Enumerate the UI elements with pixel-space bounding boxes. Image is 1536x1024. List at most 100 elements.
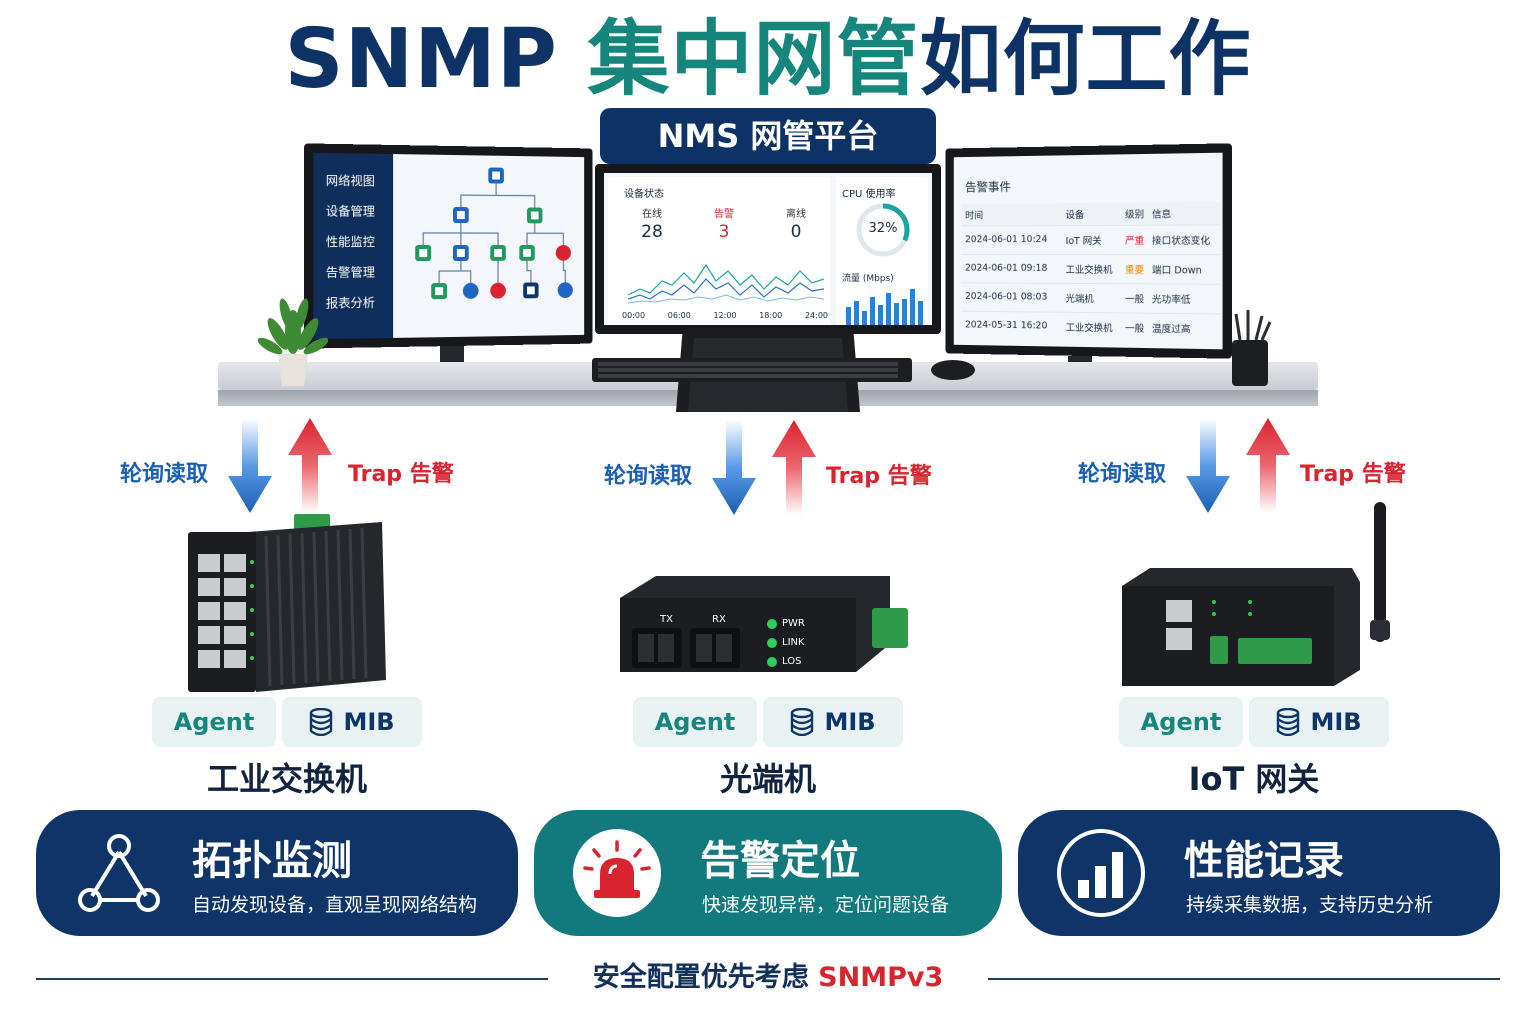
pen-holder-icon: [1228, 310, 1274, 386]
iot-gateway-icon: [1120, 500, 1394, 688]
siren-icon: [572, 828, 662, 918]
alarm-events-title: 告警事件: [965, 178, 1011, 195]
card-subtitle: 自动发现设备，直观呈现网络结构: [192, 890, 477, 917]
agent-chip: Agent: [152, 697, 276, 747]
alarm-label: 告警: [694, 205, 754, 220]
poll-arrow-down-icon: [712, 420, 756, 515]
alarm-screen: 告警事件 时间 设备 级别 信息 2024-06-01 10:24IoT 网关严…: [954, 153, 1223, 350]
online-value: 28: [622, 222, 682, 242]
sidebar-item-network-view[interactable]: 网络视图: [313, 165, 393, 196]
led-label-los: LOS: [782, 656, 801, 667]
online-count: 在线 28: [622, 205, 682, 242]
bar-chart-icon: [1056, 828, 1146, 918]
trap-label: Trap 告警: [826, 458, 932, 490]
time-axis: 00:00 06:00 12:00 18:00 24:00: [622, 311, 828, 320]
alarm-value: 3: [694, 222, 754, 242]
traffic-title: 流量 (Mbps): [842, 271, 894, 284]
dashboard-screen: 设备状态 在线 28 告警 3 离线 0: [604, 173, 932, 325]
led-label-link: LINK: [782, 637, 805, 648]
footer-text: 安全配置优先考虑: [593, 962, 818, 993]
alarm-device: 工业交换机: [1062, 312, 1121, 342]
offline-label: 离线: [766, 205, 826, 220]
topology-icon: [74, 828, 164, 918]
left-monitor: 网络视图 设备管理 性能监控 告警管理 报表分析: [304, 143, 593, 348]
traffic-bar-chart: [844, 285, 924, 325]
alarm-row[interactable]: 2024-06-01 09:18工业交换机重要端口 Down: [961, 254, 1220, 284]
industrial-switch-icon: [186, 510, 392, 692]
time-tick: 06:00: [668, 311, 691, 320]
port-label-rx: RX: [712, 614, 726, 625]
cpu-panel: CPU 使用率 32% 流量 (Mbps): [836, 177, 928, 325]
database-icon: [790, 708, 814, 736]
alarm-device: IoT 网关: [1062, 225, 1121, 254]
mib-chip: MIB: [763, 697, 903, 747]
alarm-table-header: 时间 设备 级别 信息: [961, 202, 1220, 226]
trap-arrow-up-icon: [772, 420, 816, 515]
agent-chip: Agent: [633, 697, 757, 747]
database-icon: [1276, 708, 1300, 736]
alarm-table: 时间 设备 级别 信息 2024-06-01 10:24IoT 网关严重接口状态…: [961, 202, 1220, 343]
led-label-pwr: PWR: [782, 618, 805, 629]
alarm-time: 2024-06-01 08:03: [961, 282, 1061, 311]
feature-card-performance: 性能记录 持续采集数据，支持历史分析: [1018, 810, 1500, 936]
alarm-info: 端口 Down: [1148, 254, 1221, 284]
potted-plant-icon: [258, 292, 328, 387]
feature-card-topology: 拓扑监测 自动发现设备，直观呈现网络结构: [36, 810, 518, 936]
keyboard-icon: [592, 358, 912, 382]
right-monitor: 告警事件 时间 设备 级别 信息 2024-06-01 10:24IoT 网关严…: [945, 143, 1232, 358]
footer-snmpv3: SNMPv3: [818, 962, 943, 993]
database-icon: [309, 708, 333, 736]
alarm-row[interactable]: 2024-06-01 10:24IoT 网关严重接口状态变化: [961, 224, 1220, 254]
col-info: 信息: [1148, 202, 1221, 225]
agent-chip: Agent: [1119, 697, 1243, 747]
mib-label: MIB: [343, 697, 394, 747]
alarm-row[interactable]: 2024-05-31 16:20工业交换机一般温度过高: [961, 311, 1220, 343]
mib-chip: MIB: [282, 697, 422, 747]
feature-card-alarm: 告警定位 快速发现异常，定位问题设备: [534, 810, 1002, 936]
sidebar-item-performance[interactable]: 性能监控: [313, 227, 393, 258]
offline-value: 0: [766, 222, 826, 242]
device-name-switch: 工业交换机: [152, 754, 422, 800]
offline-count: 离线 0: [766, 205, 826, 242]
footer-note: 安全配置优先考虑 SNMPv3: [0, 958, 1536, 998]
alarm-info: 光功率低: [1148, 283, 1221, 313]
trap-arrow-up-icon: [288, 418, 332, 513]
alarm-time: 2024-06-01 09:18: [961, 254, 1061, 283]
alarm-device: 工业交换机: [1062, 254, 1121, 283]
alarm-info: 温度过高: [1148, 313, 1221, 343]
nms-platform-label: NMS 网管平台: [600, 108, 936, 164]
poll-arrow-down-icon: [228, 418, 272, 513]
mouse-icon: [930, 358, 976, 380]
alarm-count: 告警 3: [694, 205, 754, 242]
mib-label: MIB: [824, 697, 875, 747]
trap-label: Trap 告警: [1300, 456, 1406, 488]
device-status-panel: 设备状态 在线 28 告警 3 离线 0: [608, 177, 830, 325]
time-tick: 24:00: [805, 311, 828, 320]
alarm-level: 严重: [1121, 225, 1148, 254]
sidebar-item-device-management[interactable]: 设备管理: [313, 196, 393, 227]
alarm-level: 一般: [1121, 312, 1148, 342]
nms-workstation: 网络视图 设备管理 性能监控 告警管理 报表分析: [0, 0, 1536, 420]
topology-screen: 网络视图 设备管理 性能监控 告警管理 报表分析: [313, 153, 584, 339]
device-name-transceiver: 光端机: [633, 754, 903, 800]
online-label: 在线: [622, 205, 682, 220]
poll-label: 轮询读取: [1078, 456, 1166, 488]
device-name-gateway: IoT 网关: [1119, 754, 1389, 800]
trap-arrow-up-icon: [1246, 418, 1290, 513]
center-monitor: 设备状态 在线 28 告警 3 离线 0: [595, 164, 941, 334]
sidebar-item-alarms[interactable]: 告警管理: [313, 257, 393, 288]
mib-label: MIB: [1310, 697, 1361, 747]
trap-label: Trap 告警: [348, 456, 454, 488]
traffic-line-chart: [628, 255, 824, 307]
alarm-level: 重要: [1121, 254, 1148, 283]
alarm-row[interactable]: 2024-06-01 08:03光端机一般光功率低: [961, 282, 1220, 313]
card-title: 性能记录: [1184, 828, 1344, 886]
card-subtitle: 快速发现异常，定位问题设备: [702, 890, 949, 917]
mib-chip: MIB: [1249, 697, 1389, 747]
col-level: 级别: [1121, 202, 1148, 224]
alarm-level: 一般: [1121, 283, 1148, 312]
cpu-value: 32%: [854, 221, 912, 236]
cpu-title: CPU 使用率: [842, 185, 896, 200]
time-tick: 00:00: [622, 311, 645, 320]
alarm-info: 接口状态变化: [1148, 224, 1221, 254]
